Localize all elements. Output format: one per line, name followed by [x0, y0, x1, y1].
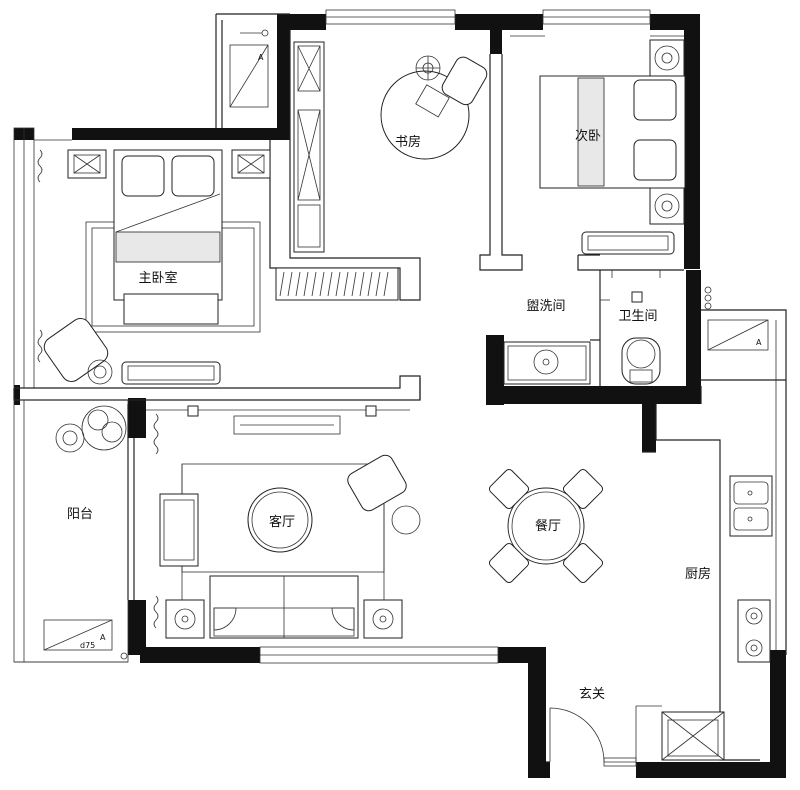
- drain-label: d75: [80, 641, 95, 650]
- ac-mark: A: [100, 633, 106, 642]
- balcony-items: [43, 405, 128, 660]
- wall-segment: [770, 650, 786, 778]
- second-bedroom-furniture: [510, 35, 686, 255]
- annotation-marks: A A A d75: [80, 53, 762, 650]
- wall-segment: [528, 647, 546, 777]
- wall-segment: [490, 14, 502, 54]
- wall-segment: [290, 14, 326, 30]
- wall-segment: [528, 762, 550, 778]
- toilet: [621, 337, 661, 385]
- wall-segment: [642, 404, 656, 452]
- label-master-bedroom: 主卧室: [138, 270, 177, 286]
- plant: [55, 423, 85, 453]
- ac-niche: [707, 319, 769, 351]
- coffee-table: [247, 487, 313, 553]
- wall-outlines: [13, 9, 787, 767]
- living-room-furniture: [146, 405, 421, 639]
- bathroom-fixtures: [503, 270, 661, 385]
- balcony-outline: [13, 399, 129, 663]
- wall-segment: [636, 762, 786, 778]
- wall-segment: [140, 647, 260, 663]
- armchair: [441, 56, 488, 106]
- walls: [14, 14, 786, 778]
- label-second-bedroom: 次卧: [575, 128, 601, 144]
- wall-segment: [486, 386, 701, 404]
- label-entrance: 玄关: [579, 687, 605, 702]
- wall-segment: [72, 128, 290, 140]
- stove: [737, 599, 771, 663]
- sofa-chair: [159, 493, 199, 567]
- kitchen-fixtures: [635, 475, 773, 762]
- ac-mark: A: [756, 338, 762, 347]
- label-study: 书房: [395, 134, 421, 150]
- wall-segment: [686, 270, 701, 400]
- label-dining-room: 餐厅: [535, 518, 561, 534]
- ac-niche: [229, 44, 269, 108]
- wall-segment: [128, 398, 146, 438]
- label-bathroom: 卫生间: [618, 309, 657, 324]
- study-furniture: [275, 41, 488, 301]
- master-bedroom-furniture: [37, 149, 271, 385]
- sink: [729, 475, 773, 537]
- label-living-room: 客厅: [269, 514, 295, 530]
- label-balcony: 阳台: [67, 507, 93, 522]
- dining-furniture: [488, 468, 604, 584]
- wall-segment: [684, 14, 700, 269]
- room-labels: 主卧室 书房 次卧 盥洗间 卫生间 阳台 客厅 餐厅 厨房 玄关: [67, 128, 711, 702]
- plant: [81, 405, 127, 451]
- wall-segment: [277, 14, 290, 140]
- armchair: [43, 318, 109, 382]
- ac-niche: [43, 619, 113, 651]
- dining-table: [507, 487, 585, 565]
- entrance-door: [549, 707, 605, 763]
- ac-mark: A: [258, 53, 264, 62]
- label-washroom: 盥洗间: [526, 299, 565, 314]
- washbasin-counter: [503, 341, 591, 385]
- wall-segment: [128, 600, 146, 655]
- wall-segment: [14, 385, 20, 405]
- armchair: [347, 454, 407, 512]
- label-kitchen: 厨房: [685, 566, 711, 582]
